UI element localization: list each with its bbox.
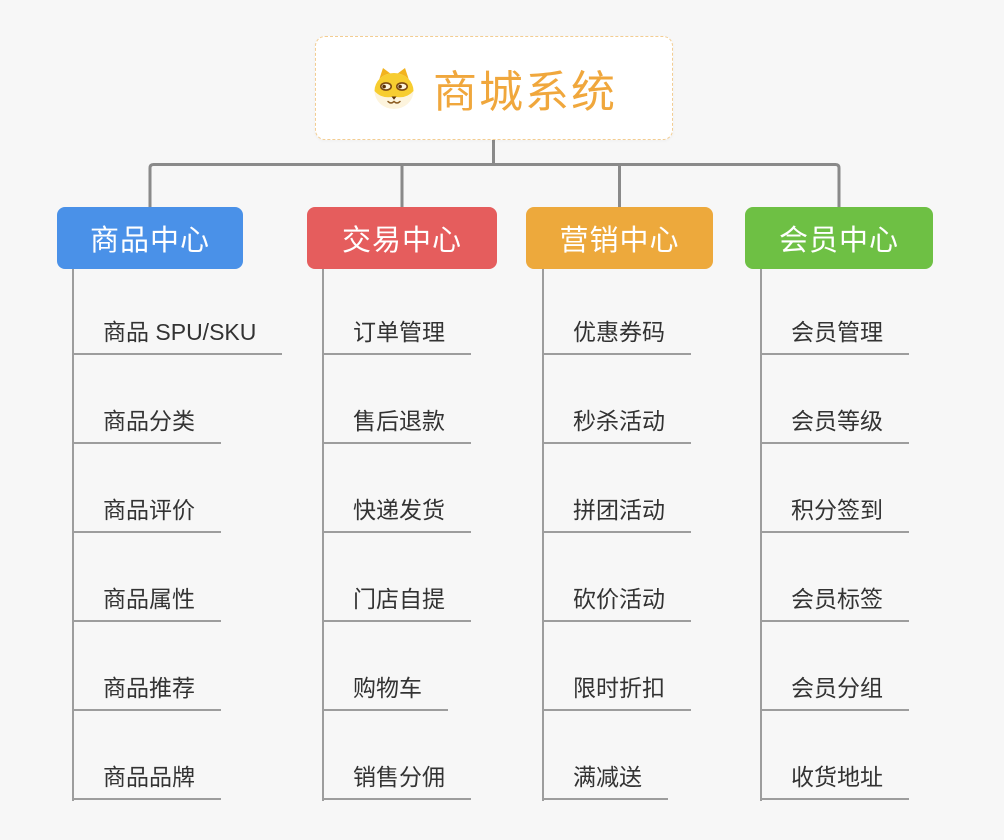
leaf-node[interactable]: 订单管理 (322, 321, 471, 355)
leaf-node[interactable]: 优惠券码 (542, 321, 691, 355)
leaf-node[interactable]: 拼团活动 (542, 499, 691, 533)
root-node[interactable]: 商城系统 (315, 36, 673, 140)
leaf-node[interactable]: 商品推荐 (72, 677, 221, 711)
branch-header-members[interactable]: 会员中心 (745, 207, 933, 269)
branch-trunk-products (72, 269, 74, 801)
branch-trunk-marketing (542, 269, 544, 801)
branch-header-products[interactable]: 商品中心 (57, 207, 243, 269)
leaf-node[interactable]: 快递发货 (322, 499, 471, 533)
dog-face-icon (371, 66, 417, 110)
leaf-node[interactable]: 商品属性 (72, 588, 221, 622)
leaf-node[interactable]: 销售分佣 (322, 766, 471, 800)
leaf-node[interactable]: 商品品牌 (72, 766, 221, 800)
branch-bracket-connector (148, 163, 841, 208)
leaf-node[interactable]: 商品分类 (72, 410, 221, 444)
branch-trunk-members (760, 269, 762, 801)
leaf-node[interactable]: 商品评价 (72, 499, 221, 533)
leaf-node[interactable]: 会员等级 (760, 410, 909, 444)
leaf-node[interactable]: 售后退款 (322, 410, 471, 444)
leaf-node[interactable]: 会员标签 (760, 588, 909, 622)
leaf-node[interactable]: 限时折扣 (542, 677, 691, 711)
leaf-node[interactable]: 会员分组 (760, 677, 909, 711)
leaf-node[interactable]: 满减送 (542, 766, 668, 800)
leaf-node[interactable]: 积分签到 (760, 499, 909, 533)
leaf-node[interactable]: 砍价活动 (542, 588, 691, 622)
branch-trunk-trade (322, 269, 324, 801)
leaf-node[interactable]: 会员管理 (760, 321, 909, 355)
leaf-node[interactable]: 门店自提 (322, 588, 471, 622)
root-title: 商城系统 (433, 68, 617, 117)
leaf-node[interactable]: 收货地址 (760, 766, 909, 800)
branch-header-trade[interactable]: 交易中心 (307, 207, 497, 269)
leaf-node[interactable]: 商品 SPU/SKU (72, 321, 283, 355)
branch-header-marketing[interactable]: 营销中心 (526, 207, 713, 269)
leaf-node[interactable]: 购物车 (322, 677, 448, 711)
leaf-node[interactable]: 秒杀活动 (542, 410, 691, 444)
